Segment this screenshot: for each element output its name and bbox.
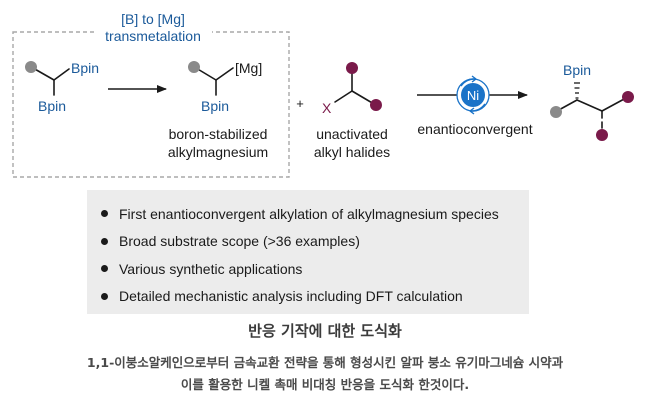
caption-line: 1,1-이붕소알케인으로부터 금속교환 전략을 통해 형성시킨 알파 붕소 유기… bbox=[86, 355, 564, 370]
reaction-scheme: [B] to [Mg] transmetalation Bpin Bpin [M… bbox=[12, 8, 634, 178]
highlight-text: Broad substrate scope (>36 examples) bbox=[119, 233, 360, 250]
box-title-line2: transmetalation bbox=[105, 28, 201, 44]
highlight-text: Detailed mechanistic analysis including … bbox=[119, 288, 463, 305]
gray-substituent-ball bbox=[188, 61, 200, 73]
purple-substituent-ball bbox=[622, 91, 634, 103]
nickel-catalyst-icon: Ni bbox=[456, 75, 490, 115]
highlights-box: First enantioconvergent alkylation of al… bbox=[87, 190, 529, 314]
bpin-label: Bpin bbox=[71, 60, 99, 76]
purple-substituent-ball bbox=[346, 62, 358, 74]
reagent-label-line1: boron-stabilized bbox=[169, 126, 268, 142]
halide-x-label: X bbox=[322, 100, 332, 116]
alkylmagnesium-reagent: [Mg] Bpin bbox=[188, 60, 262, 114]
gray-substituent-ball bbox=[550, 106, 562, 118]
halide-label-line1: unactivated bbox=[316, 126, 388, 142]
halide-label-line2: alkyl halides bbox=[314, 144, 390, 160]
highlight-text: First enantioconvergent alkylation of al… bbox=[119, 205, 499, 222]
highlight-item: Detailed mechanistic analysis including … bbox=[101, 283, 529, 311]
diboryl-alkane: Bpin Bpin bbox=[25, 60, 99, 114]
ni-label: Ni bbox=[467, 88, 479, 103]
enantioconvergent-label: enantioconvergent bbox=[417, 121, 532, 137]
reagent-label-line2: alkylmagnesium bbox=[168, 144, 268, 160]
bpin-label: Bpin bbox=[38, 98, 66, 114]
bullet-dot-icon bbox=[101, 292, 108, 300]
chiral-product: Bpin bbox=[550, 62, 634, 141]
alkyl-halide: X bbox=[322, 62, 382, 116]
bpin-label: Bpin bbox=[563, 62, 591, 78]
box-title-line1: [B] to [Mg] bbox=[121, 11, 185, 27]
gray-substituent-ball bbox=[25, 61, 37, 73]
bullet-dot-icon bbox=[101, 210, 108, 218]
bpin-label: Bpin bbox=[201, 98, 229, 114]
purple-substituent-ball bbox=[370, 99, 382, 111]
caption-line: 이를 활용한 니켈 촉매 비대칭 반응을 도식화 한것이다. bbox=[180, 377, 470, 392]
bullet-dot-icon bbox=[101, 265, 108, 273]
highlight-item: First enantioconvergent alkylation of al… bbox=[101, 200, 529, 228]
mg-label: [Mg] bbox=[235, 60, 262, 76]
purple-substituent-ball bbox=[596, 129, 608, 141]
highlight-text: Various synthetic applications bbox=[119, 260, 303, 277]
bullet-dot-icon bbox=[101, 237, 108, 245]
caption-body: 1,1-이붕소알케인으로부터 금속교환 전략을 통해 형성시킨 알파 붕소 유기… bbox=[0, 352, 650, 396]
hashed-wedge-bond bbox=[574, 82, 580, 99]
highlight-item: Various synthetic applications bbox=[101, 255, 529, 283]
caption-title: 반응 기작에 대한 도식화 bbox=[248, 322, 402, 340]
highlight-item: Broad substrate scope (>36 examples) bbox=[101, 228, 529, 256]
plus-sign: + bbox=[296, 96, 304, 111]
